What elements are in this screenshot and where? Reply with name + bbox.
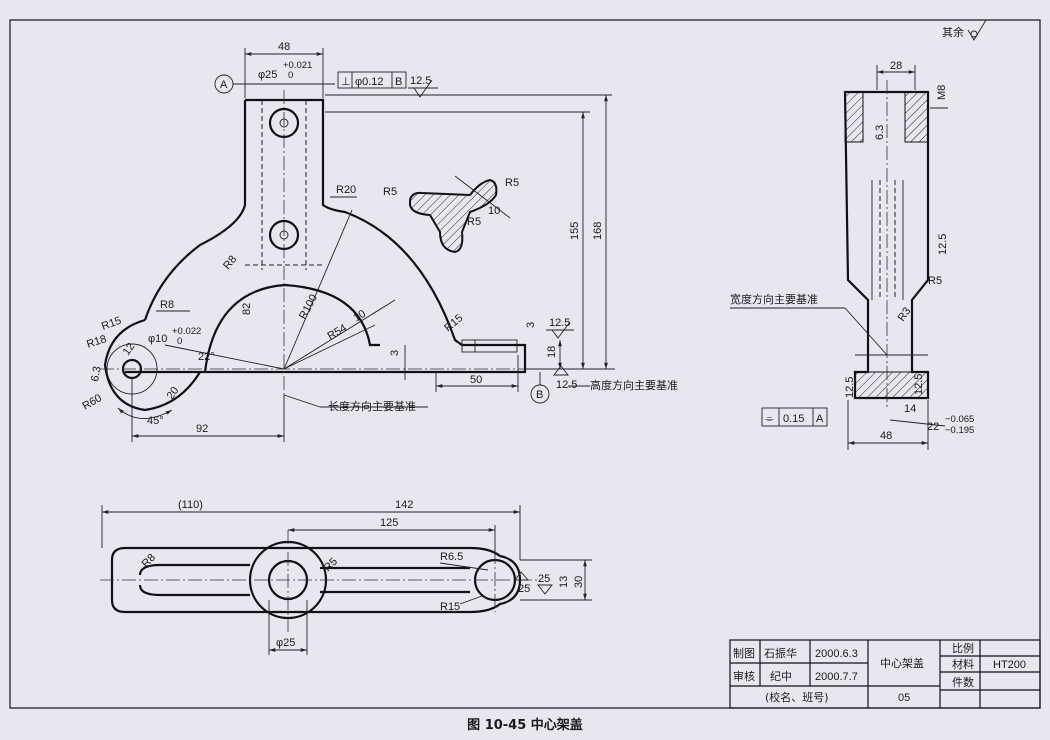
length-datum-label: 长度方向主要基准	[328, 399, 416, 413]
svg-text:45°: 45°	[147, 415, 164, 427]
svg-text:25: 25	[518, 583, 530, 595]
front-view-inner-arch	[203, 283, 380, 373]
svg-text:−0.195: −0.195	[945, 425, 974, 436]
svg-text:R18: R18	[85, 333, 108, 351]
dim-142: 142	[395, 499, 413, 511]
svg-text:R5: R5	[928, 275, 942, 287]
svg-text:6.3: 6.3	[89, 365, 103, 382]
svg-text:6.3: 6.3	[874, 125, 886, 140]
svg-text:20: 20	[165, 385, 182, 402]
datum-a-label: A	[220, 79, 228, 91]
tb-quantity-label: 件数	[952, 676, 974, 689]
side-view-top-hatch-left	[844, 91, 864, 143]
svg-text:12: 12	[121, 341, 138, 358]
svg-text:⌯: ⌯	[765, 413, 774, 425]
svg-text:10: 10	[488, 205, 500, 217]
ra-top: 12.5	[410, 75, 431, 87]
dim-82: 82	[241, 303, 253, 315]
top-dim-phi25: φ25	[276, 637, 295, 649]
dim-92: 92	[196, 423, 208, 435]
svg-text:A: A	[816, 413, 824, 425]
svg-text:0.15: 0.15	[783, 413, 804, 425]
svg-text:12.5: 12.5	[549, 317, 570, 329]
tb-material-value: HT200	[993, 659, 1026, 671]
dim-110: (110)	[178, 499, 203, 511]
svg-text:−0.065: −0.065	[945, 414, 974, 425]
svg-text:R5: R5	[383, 186, 397, 198]
tb-checked-name: 纪中	[770, 670, 792, 683]
svg-text:R6.5: R6.5	[440, 551, 463, 563]
front-view-tower-outline	[125, 98, 527, 374]
dim-28: 28	[890, 60, 902, 72]
svg-text:+0.022: +0.022	[172, 326, 201, 337]
tb-drawn-label: 制图	[733, 647, 755, 660]
svg-text:18: 18	[546, 346, 558, 358]
svg-text:14: 14	[904, 403, 916, 415]
width-datum-label: 宽度方向主要基准	[730, 292, 818, 306]
svg-text:22°: 22°	[198, 351, 215, 363]
dim-50: 50	[470, 374, 482, 386]
svg-text:B: B	[536, 389, 543, 401]
svg-text:φ10: φ10	[148, 333, 167, 345]
svg-text:22: 22	[927, 421, 939, 433]
tb-school: (校名、班号)	[765, 690, 829, 704]
svg-text:12.5: 12.5	[844, 377, 856, 398]
svg-text:12.5: 12.5	[556, 379, 577, 391]
svg-text:R5: R5	[467, 216, 481, 228]
tb-drawn-date: 2000.6.3	[815, 648, 858, 660]
dim-48: 48	[278, 41, 290, 53]
front-view-left-boss	[103, 318, 201, 412]
drawing-frame	[9, 19, 1041, 709]
dim-168: 168	[592, 222, 604, 240]
side-view-bottom-hatch	[854, 371, 929, 399]
svg-text:3: 3	[389, 350, 401, 356]
svg-text:+0.021: +0.021	[283, 60, 312, 71]
dim-155: 155	[569, 222, 581, 240]
title-block: 制图 石振华 2000.6.3 审核 纪中 2000.7.7 (校名、班号) 中…	[729, 639, 1041, 709]
dim-phi25: φ25	[258, 69, 277, 81]
side-view-top-hatch-right	[904, 91, 929, 143]
svg-text:R5: R5	[505, 177, 519, 189]
height-datum-label: 高度方向主要基准	[590, 378, 678, 392]
roughness-other-symbol	[967, 19, 987, 41]
tb-checked-date: 2000.7.7	[815, 671, 858, 683]
tb-part-name: 中心架盖	[880, 656, 924, 670]
flatness-frame: ⌯ 0.15 A	[761, 407, 828, 427]
svg-text:12.5: 12.5	[937, 234, 949, 255]
svg-text:R15: R15	[440, 601, 460, 613]
svg-text:10: 10	[351, 308, 368, 325]
svg-text:13: 13	[558, 576, 570, 588]
tolerance-frame: ⊥ φ0.12 B	[337, 71, 407, 89]
roughness-other-label: 其余	[942, 25, 964, 39]
dim-r8-b: R8	[160, 299, 174, 311]
svg-text:M8: M8	[936, 85, 948, 100]
dim-r20: R20	[336, 184, 356, 196]
tb-checked-label: 审核	[733, 669, 755, 683]
svg-text:3: 3	[525, 322, 537, 328]
section-shape	[409, 178, 498, 254]
top-view: (110) 142 125 R8 R5 R6.5 R15 25 25 13 30…	[100, 499, 592, 655]
tb-drawn-name: 石振华	[764, 646, 797, 660]
roughness-other-circle-icon	[970, 30, 978, 38]
side-view: 28 M8 6.3 12.5 R5 R3 12.5 12.5 14 22 −0.…	[730, 60, 974, 450]
svg-text:⊥: ⊥	[341, 76, 351, 88]
side-dim-48: 48	[880, 430, 892, 442]
front-view-left-arc	[143, 100, 247, 321]
svg-text:0: 0	[288, 70, 293, 81]
svg-text:B: B	[395, 76, 402, 88]
svg-text:12.5: 12.5	[913, 374, 925, 395]
svg-text:φ0.12: φ0.12	[355, 76, 384, 88]
figure-caption: 图 10-45 中心架盖	[467, 718, 583, 733]
svg-text:30: 30	[573, 576, 585, 588]
svg-text:0: 0	[177, 336, 182, 347]
tb-scale-label: 比例	[952, 641, 974, 655]
tb-part-number: 05	[898, 692, 910, 704]
svg-text:25: 25	[538, 573, 550, 585]
tb-material-label: 材料	[952, 657, 974, 671]
front-view-right-pad	[461, 339, 518, 353]
dim-125: 125	[380, 517, 398, 529]
